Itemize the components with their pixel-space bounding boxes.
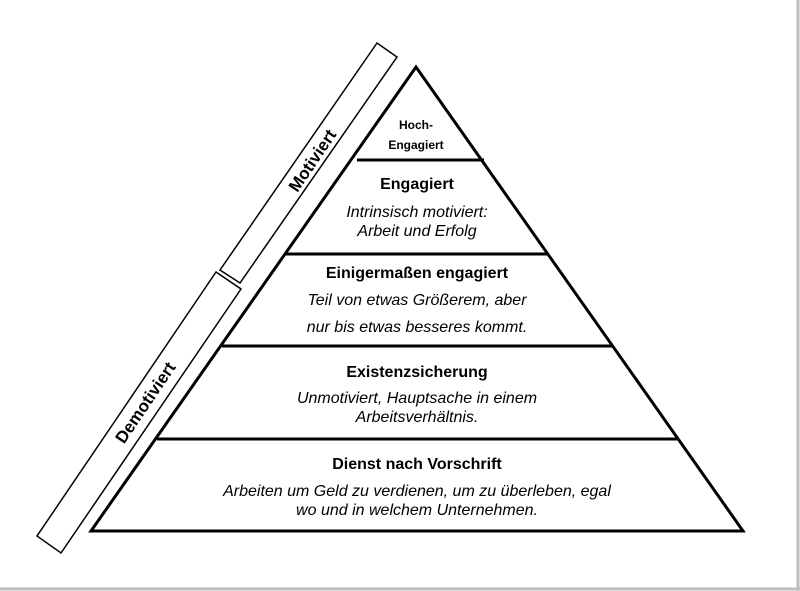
pyramid-outline	[88, 64, 746, 533]
level-2-desc-line1: Intrinsisch motiviert:	[346, 204, 488, 221]
level-5-desc-line2: wo und in welchem Unternehmen.	[296, 502, 538, 519]
level-4-desc-line1: Unmotiviert, Hauptsache in einem	[296, 390, 538, 407]
level-3-desc-line2: nur bis etwas besseres kommt.	[306, 319, 528, 336]
level-3-title: Einigermaßen engagiert	[325, 265, 509, 282]
level-4-title: Existenzsicherung	[346, 364, 488, 381]
motiviert-bar	[218, 41, 399, 285]
level-5-desc-line1: Arbeiten um Geld zu verdienen, um zu übe…	[223, 483, 611, 500]
level-5-title: Dienst nach Vorschrift	[332, 456, 502, 473]
level-4-desc-line2: Arbeitsverhältnis.	[355, 409, 479, 426]
level-1-title: Hoch-	[399, 118, 433, 132]
level-3-desc-line1: Teil von etwas Größerem, aber	[307, 292, 527, 309]
level-2-title: Engagiert	[380, 176, 454, 193]
demotiviert-bar	[35, 270, 243, 555]
level-2-desc-line2: Arbeit und Erfolg	[357, 223, 477, 240]
level-1-title-cont: Engagiert	[388, 138, 444, 152]
